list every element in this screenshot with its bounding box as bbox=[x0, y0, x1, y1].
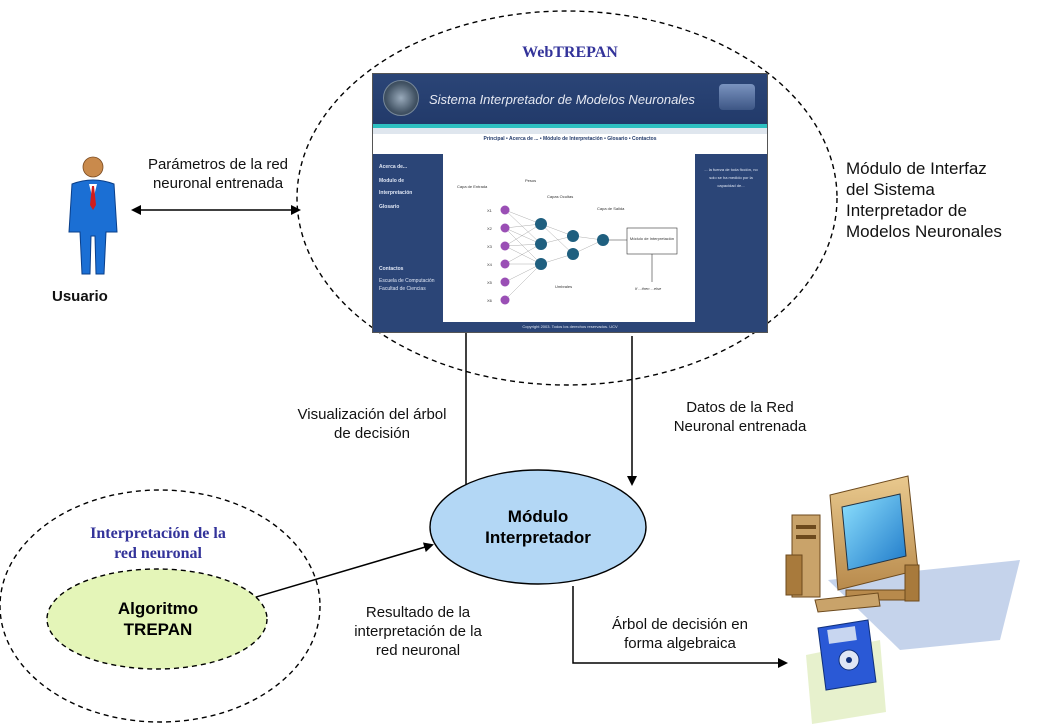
output-connector-arrow bbox=[572, 586, 788, 668]
sidebar-item-acerca[interactable]: Acerca de... bbox=[379, 164, 408, 170]
interpreter-node bbox=[429, 469, 647, 585]
data-edge-label: Datos de la Red Neuronal entrenada bbox=[640, 398, 840, 436]
user-label: Usuario bbox=[52, 288, 108, 305]
algorithm-node bbox=[46, 568, 268, 670]
interface-label-line-2: del Sistema bbox=[846, 180, 935, 199]
algorithm-line-1: Algoritmo bbox=[117, 599, 199, 618]
input-x5: X5 bbox=[487, 280, 492, 285]
algorithm-line-2: TREPAN bbox=[123, 620, 193, 639]
interpreter-line-1: Módulo bbox=[507, 507, 569, 526]
algebraic-line-2: forma algebraica bbox=[624, 635, 736, 652]
algebraic-line-1: Árbol de decisión en bbox=[612, 616, 748, 633]
interpretation-title-line-2: red neuronal bbox=[114, 545, 202, 562]
webtrepan-screenshot: Sistema Interpretador de Modelos Neurona… bbox=[372, 73, 768, 333]
algebraic-edge-label: Árbol de decisión en forma algebraica bbox=[580, 615, 780, 653]
label-weights: Pesos bbox=[525, 178, 537, 183]
visualization-line-1: Visualización del árbol bbox=[297, 406, 447, 423]
app-footer: Copyright 2003. Todos los derechos reser… bbox=[373, 322, 767, 332]
header-band bbox=[373, 124, 767, 128]
data-line-1: Datos de la Red bbox=[686, 399, 794, 416]
label-output-layer: Capa de Salida bbox=[597, 206, 625, 211]
result-edge-label: Resultado de la interpretación de la red… bbox=[318, 603, 518, 660]
header-band-light bbox=[373, 128, 767, 134]
label-thresholds: Umbrales bbox=[555, 284, 573, 289]
university-seal-icon bbox=[383, 80, 419, 116]
app-logo-icon bbox=[719, 84, 755, 110]
parameters-line-1: Parámetros de la red bbox=[147, 156, 289, 173]
contact-line-2: Facultad de Ciencias bbox=[379, 286, 426, 292]
computer-icon bbox=[785, 475, 1020, 650]
parameters-edge-label: Parámetros de la red neuronal entrenada bbox=[118, 155, 318, 193]
interpreter-algorithm-arrow bbox=[244, 542, 434, 603]
app-nav[interactable]: Principal • Acerca de ... • Módulo de In… bbox=[483, 136, 657, 142]
interpretation-title: Interpretación de la red neuronal bbox=[58, 524, 258, 564]
interface-module-label: Módulo de Interfaz del Sistema Interpret… bbox=[846, 158, 1002, 242]
interpretation-title-line-1: Interpretación de la bbox=[90, 525, 226, 542]
visualization-line-2: de decisión bbox=[334, 425, 410, 442]
input-x6: X6 bbox=[487, 298, 492, 303]
result-line-2: interpretación de la bbox=[354, 623, 482, 640]
contact-line-1: Escuela de Computación bbox=[379, 278, 435, 284]
interpreter-line-2: Interpretador bbox=[485, 528, 591, 547]
result-line-1: Resultado de la bbox=[365, 604, 471, 621]
input-x1: X1 bbox=[487, 208, 492, 213]
data-line-2: Neuronal entrenada bbox=[673, 418, 807, 435]
input-x3: X3 bbox=[487, 244, 492, 249]
user-icon bbox=[68, 156, 118, 275]
visualization-edge-label: Visualización del árbol de decisión bbox=[272, 405, 472, 443]
input-x2: X2 bbox=[487, 226, 492, 231]
app-sidebar: Acerca de... Modulo de Interpretación Gl… bbox=[373, 154, 443, 322]
network-diagram bbox=[500, 205, 678, 305]
interface-label-line-1: Módulo de Interfaz bbox=[846, 159, 987, 178]
sidebar-item-contactos[interactable]: Contactos bbox=[379, 266, 404, 272]
interpreter-label: Módulo Interpretador bbox=[448, 506, 628, 548]
label-hidden-layers: Capas Ocultas bbox=[547, 194, 574, 199]
input-x4: X4 bbox=[487, 262, 492, 267]
webtrepan-title: WebTREPAN bbox=[522, 44, 618, 61]
sidebar-item-interpretacion[interactable]: Interpretación bbox=[379, 190, 413, 196]
webtrepan-boundary bbox=[296, 10, 838, 386]
sidebar-item-modulo[interactable]: Modulo de bbox=[379, 178, 404, 184]
diskette-icon bbox=[806, 619, 886, 724]
label-input-layer: Capa de Entrada bbox=[457, 184, 488, 189]
interface-label-line-4: Modelos Neuronales bbox=[846, 222, 1002, 241]
algorithm-label: Algoritmo TREPAN bbox=[68, 598, 248, 640]
label-module-box: Módulo de Interpretación bbox=[629, 236, 675, 241]
interface-label-line-3: Interpretador de bbox=[846, 201, 967, 220]
parameters-line-2: neuronal entrenada bbox=[152, 175, 284, 192]
app-header: Sistema Interpretador de Modelos Neurona… bbox=[373, 74, 767, 124]
app-quote: ... la fuerza de toda ficción, no solo s… bbox=[704, 167, 758, 188]
sidebar-item-glosario[interactable]: Glosario bbox=[379, 204, 400, 210]
app-main: Capa de Entrada Pesos Capas Ocultas Capa… bbox=[443, 154, 695, 322]
app-title: Sistema Interpretador de Modelos Neurona… bbox=[429, 92, 695, 107]
interpretation-boundary bbox=[0, 489, 321, 723]
app-quote-panel: ... la fuerza de toda ficción, no solo s… bbox=[695, 154, 767, 322]
label-rule: If ...then ...else bbox=[635, 286, 662, 291]
result-line-3: red neuronal bbox=[375, 642, 461, 659]
